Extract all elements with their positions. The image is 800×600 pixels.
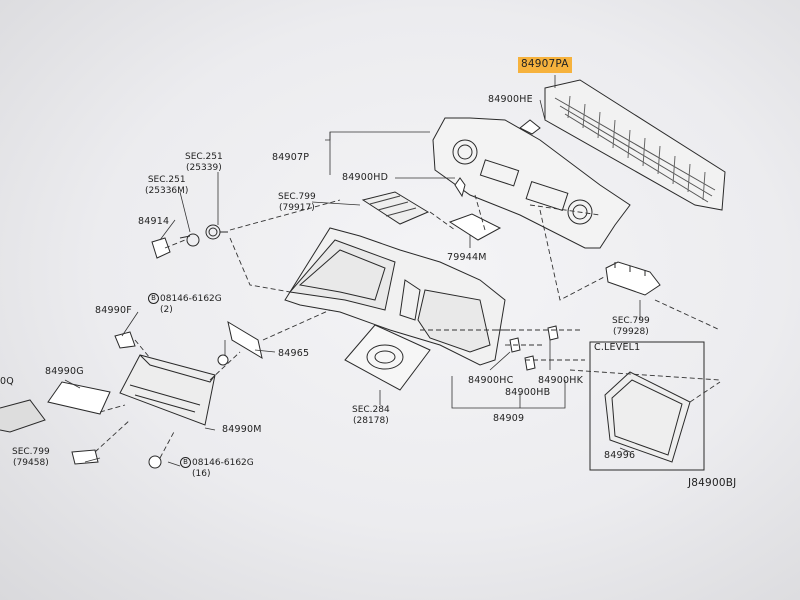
bolt-mark-icon: B: [148, 293, 159, 304]
part-label-84900he: 84900HE: [488, 94, 533, 105]
part-label-84900hb: 84900HB: [505, 387, 551, 398]
mat-cut-part: [0, 399, 46, 433]
part-label-cut: 0Q: [0, 376, 14, 387]
part-label-79944m: 79944M: [447, 252, 487, 263]
part-label-84996: 84996: [604, 450, 636, 461]
sec-label: SEC.251: [147, 175, 186, 185]
sec-ref-label: (28178): [353, 416, 389, 426]
part-label-84907pa: 84907PA: [518, 57, 572, 73]
c-level-box: [589, 341, 705, 471]
part-label-84990g: 84990G: [45, 366, 84, 377]
bolt-qty-line: (16): [192, 469, 211, 479]
part-label-84900hk: 84900HK: [538, 375, 583, 386]
sec-ref-code: 79928: [616, 327, 646, 337]
diagram-id: J84900BJ: [688, 477, 737, 489]
small-clips: [509, 325, 559, 371]
sec-label: SEC.799: [612, 316, 650, 326]
sec-ref-label: (79917): [279, 203, 315, 213]
sec-284-28178-label: SEC.284 (28178): [352, 405, 390, 427]
sec-ref-label: (25336M): [145, 186, 189, 196]
part-label-84900hd: 84900HD: [342, 172, 389, 183]
part-label-84909: 84909: [493, 413, 525, 424]
mat-84990g: [47, 381, 111, 415]
screw-2: [148, 455, 162, 469]
sec-251-25336m-label: SEC.251 (25336M): [145, 175, 188, 197]
sec-label: SEC.251: [185, 152, 223, 162]
sec-label: SEC.799: [12, 447, 50, 457]
screw-1: [217, 354, 229, 366]
sec-ref-code: 79458: [16, 458, 46, 468]
c-level-label: C.LEVEL1: [594, 342, 641, 353]
sec-ref-code: 25336M: [148, 186, 185, 196]
switch-79944m: [448, 213, 502, 241]
sec-799-79917-label: SEC.799 (79917): [278, 192, 316, 214]
sec-ref-code: 25339: [189, 163, 219, 173]
vent-79917: [361, 191, 430, 225]
clip-84900he: [519, 119, 541, 135]
part-label-84900hc: 84900HC: [468, 375, 514, 386]
part-label-84990f: 84990F: [95, 305, 132, 316]
sec-799-79928-label: SEC.799 (79928): [612, 316, 650, 338]
sec-ref-code: 28178: [356, 416, 386, 426]
bolt-code: 08146-6162G: [160, 294, 222, 304]
sec-251-25339-label: SEC.251 (25339): [185, 152, 223, 174]
knob-parts: [179, 224, 228, 247]
sec-ref-code: 79917: [282, 203, 312, 213]
part-label-84990m: 84990M: [222, 424, 262, 435]
bolt-qty: 16: [195, 469, 207, 479]
sec-ref-label: (79928): [613, 327, 649, 337]
bolt-mark-icon: B: [180, 457, 191, 468]
sec-label: SEC.799: [278, 192, 316, 202]
button-84914: [151, 237, 171, 259]
panel-84996: [604, 371, 691, 463]
speaker-28178: [344, 324, 431, 391]
bolt-code: 08146-6162G: [192, 458, 254, 468]
bolt-qty: 2: [163, 305, 170, 315]
sec-799-79458-label: SEC.799 (79458): [12, 447, 50, 469]
bracket-79928: [605, 261, 661, 296]
sec-ref-label: (25339): [186, 163, 222, 173]
part-label-84965: 84965: [278, 348, 310, 359]
bolt-qty-line: (2): [160, 305, 173, 315]
sec-label: SEC.284: [352, 405, 390, 415]
upper-trim-panel: [432, 117, 631, 249]
part-label-84914: 84914: [138, 216, 170, 227]
part-label-84907p: 84907P: [272, 152, 310, 163]
sec-ref-label: (79458): [13, 458, 49, 468]
clip-84990f: [114, 331, 136, 349]
glovebox-84990m: [119, 354, 216, 426]
bracket-84965: [227, 320, 263, 360]
